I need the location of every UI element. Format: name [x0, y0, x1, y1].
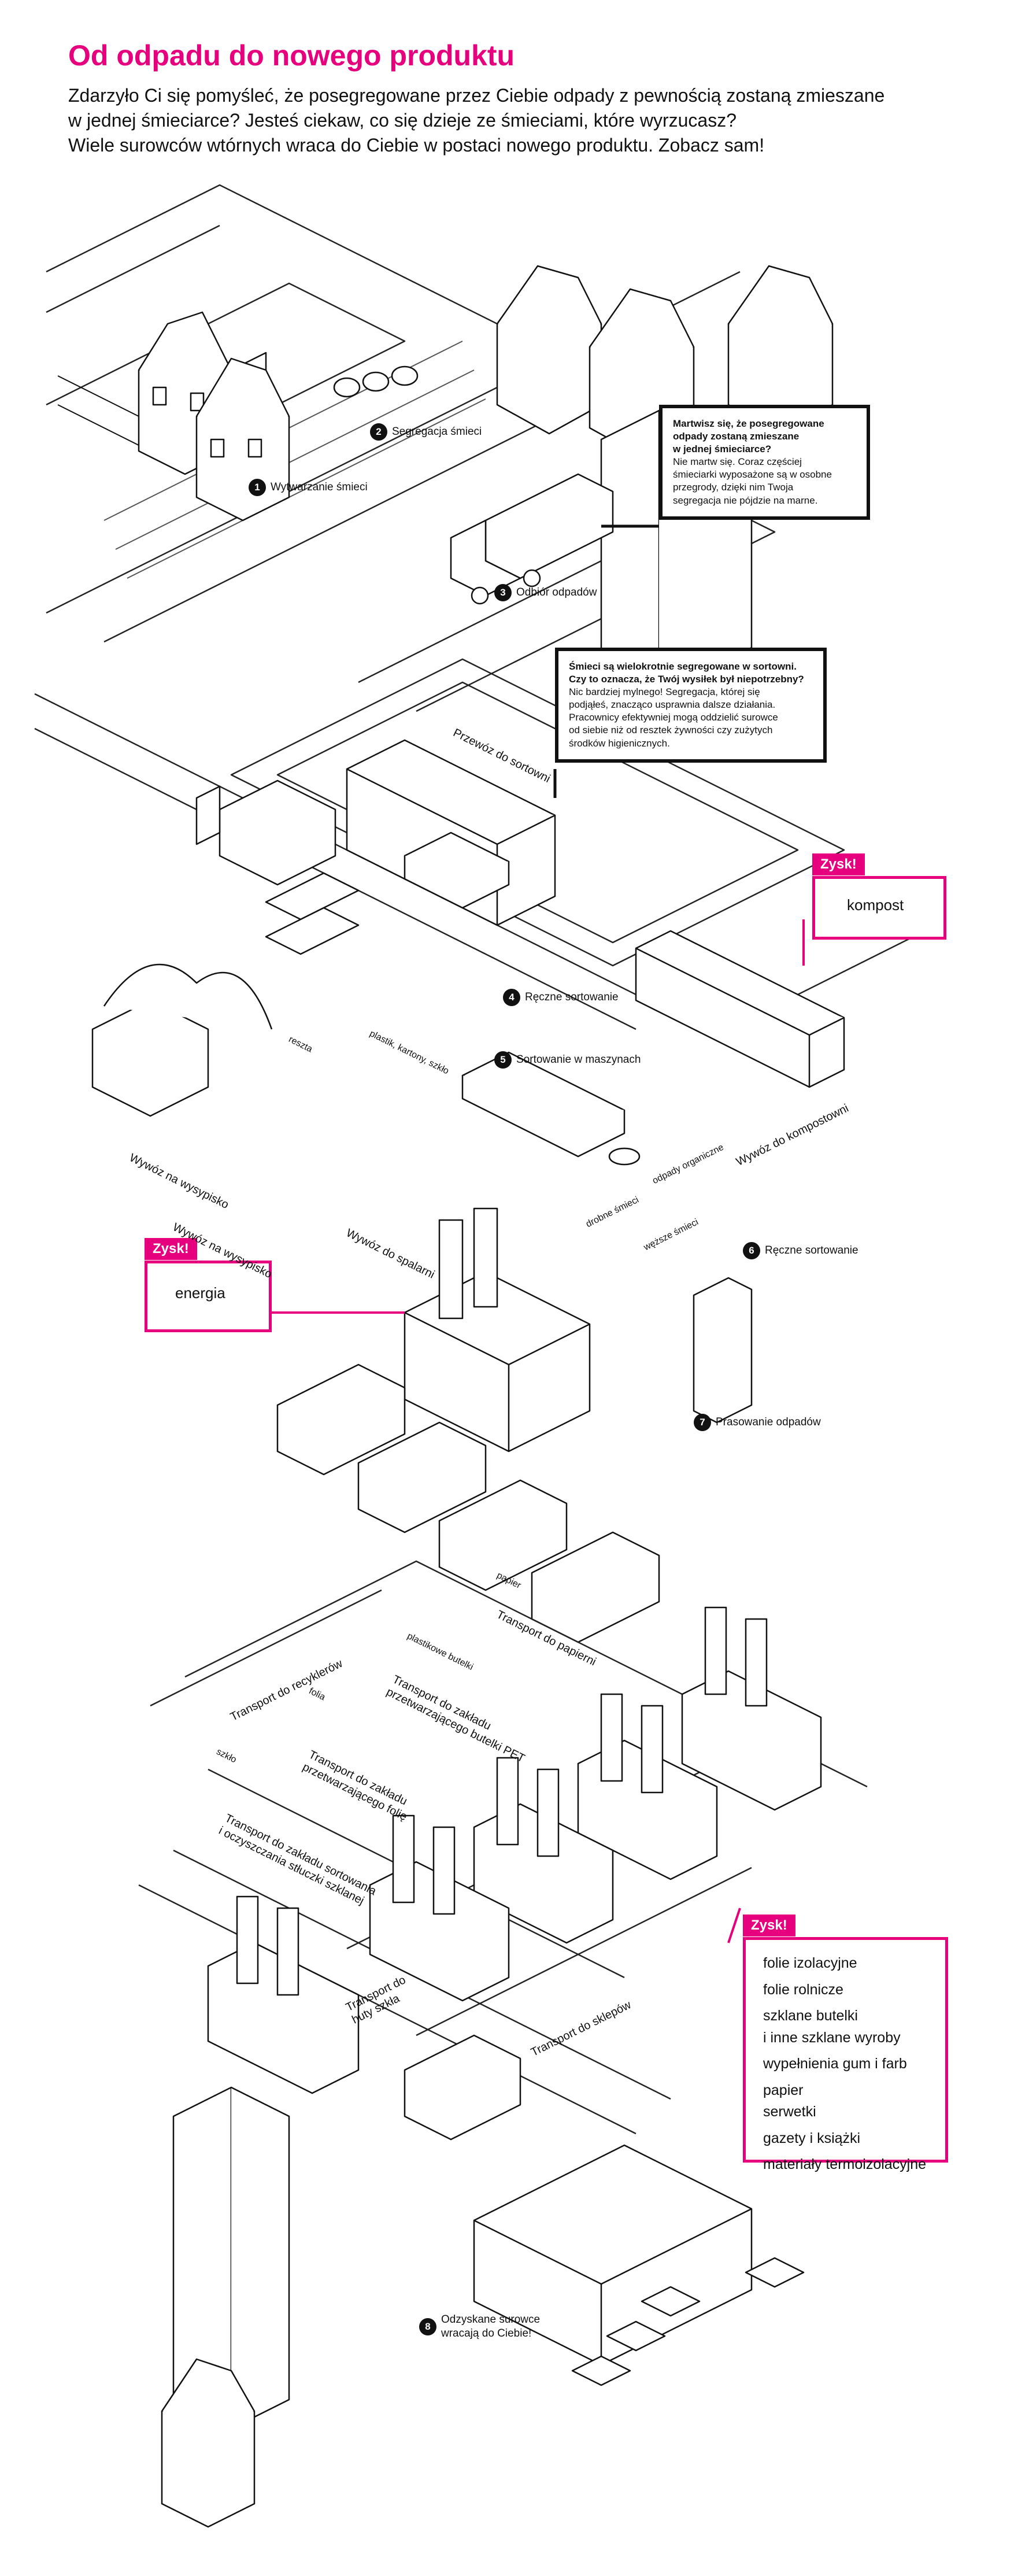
gain-tag: Zysk!: [812, 853, 865, 875]
intro-text: Zdarzyło Ci się pomyśleć, że posegregowa…: [68, 83, 970, 158]
gain-compost: Zysk! kompost: [812, 853, 946, 940]
header: Od odpadu do nowego produktu Zdarzyło Ci…: [68, 39, 970, 158]
delivery-truck: [404, 2034, 521, 2141]
page-title: Od odpadu do nowego produktu: [68, 39, 515, 72]
callout-truck: Martwisz się, że posegregowane odpady zo…: [659, 405, 870, 520]
houses-top-right: [496, 265, 834, 458]
gain-pointers: [266, 919, 805, 1943]
intro-line-1: Zdarzyło Ci się pomyśleć, że posegregowa…: [68, 84, 885, 106]
gain-tag: Zysk!: [145, 1238, 197, 1260]
product-item: wypełnienia gum i farb: [763, 2056, 907, 2072]
product-item: materiały termoizolacyjne: [763, 2156, 927, 2172]
product-item: folie izolacyjne: [763, 1955, 857, 1971]
gain-tag: Zysk!: [743, 1915, 795, 1936]
sorting-bins-top: [333, 365, 419, 398]
fence: [57, 375, 139, 446]
garbage-truck: [450, 473, 614, 605]
compost-hall: [635, 930, 845, 1088]
gain-energy: Zysk! energia: [145, 1238, 272, 1332]
product-item: gazety i książki: [763, 2130, 861, 2146]
glassworks: [207, 1895, 360, 2094]
gain-energy-text: energia: [175, 1284, 225, 1302]
transport-trucks: [276, 1363, 660, 1643]
callout-pointers: [553, 524, 659, 798]
press-tower: [693, 1277, 753, 1424]
house-bottom: [161, 2358, 256, 2528]
intro-line-2: w jednej śmieciarce? Jesteś ciekaw, co s…: [68, 109, 737, 131]
incinerator: [404, 1207, 591, 1453]
product-item: folie rolnicze: [763, 1981, 843, 1998]
factories: [369, 1606, 822, 2002]
sorting-machine: [461, 1051, 641, 1166]
gain-products: Zysk! folie izolacyjne folie rolnicze sz…: [743, 1915, 948, 2172]
callout-sorting: Śmieci są wielokrotnie segregowane w sor…: [555, 648, 827, 763]
house-right: [195, 357, 290, 522]
intro-line-3: Wiele surowców wtórnych wraca do Ciebie …: [68, 134, 765, 156]
parked-cars: [571, 2257, 805, 2386]
apartment-bottom: [172, 2086, 290, 2430]
gain-compost-text: kompost: [847, 896, 904, 914]
bale-stacks: [404, 831, 510, 909]
truck-sorting: [195, 779, 336, 886]
gain-products-list: folie izolacyjne folie rolnicze szklane …: [746, 1940, 945, 2193]
containers: [265, 872, 360, 955]
landfill: [91, 963, 273, 1117]
